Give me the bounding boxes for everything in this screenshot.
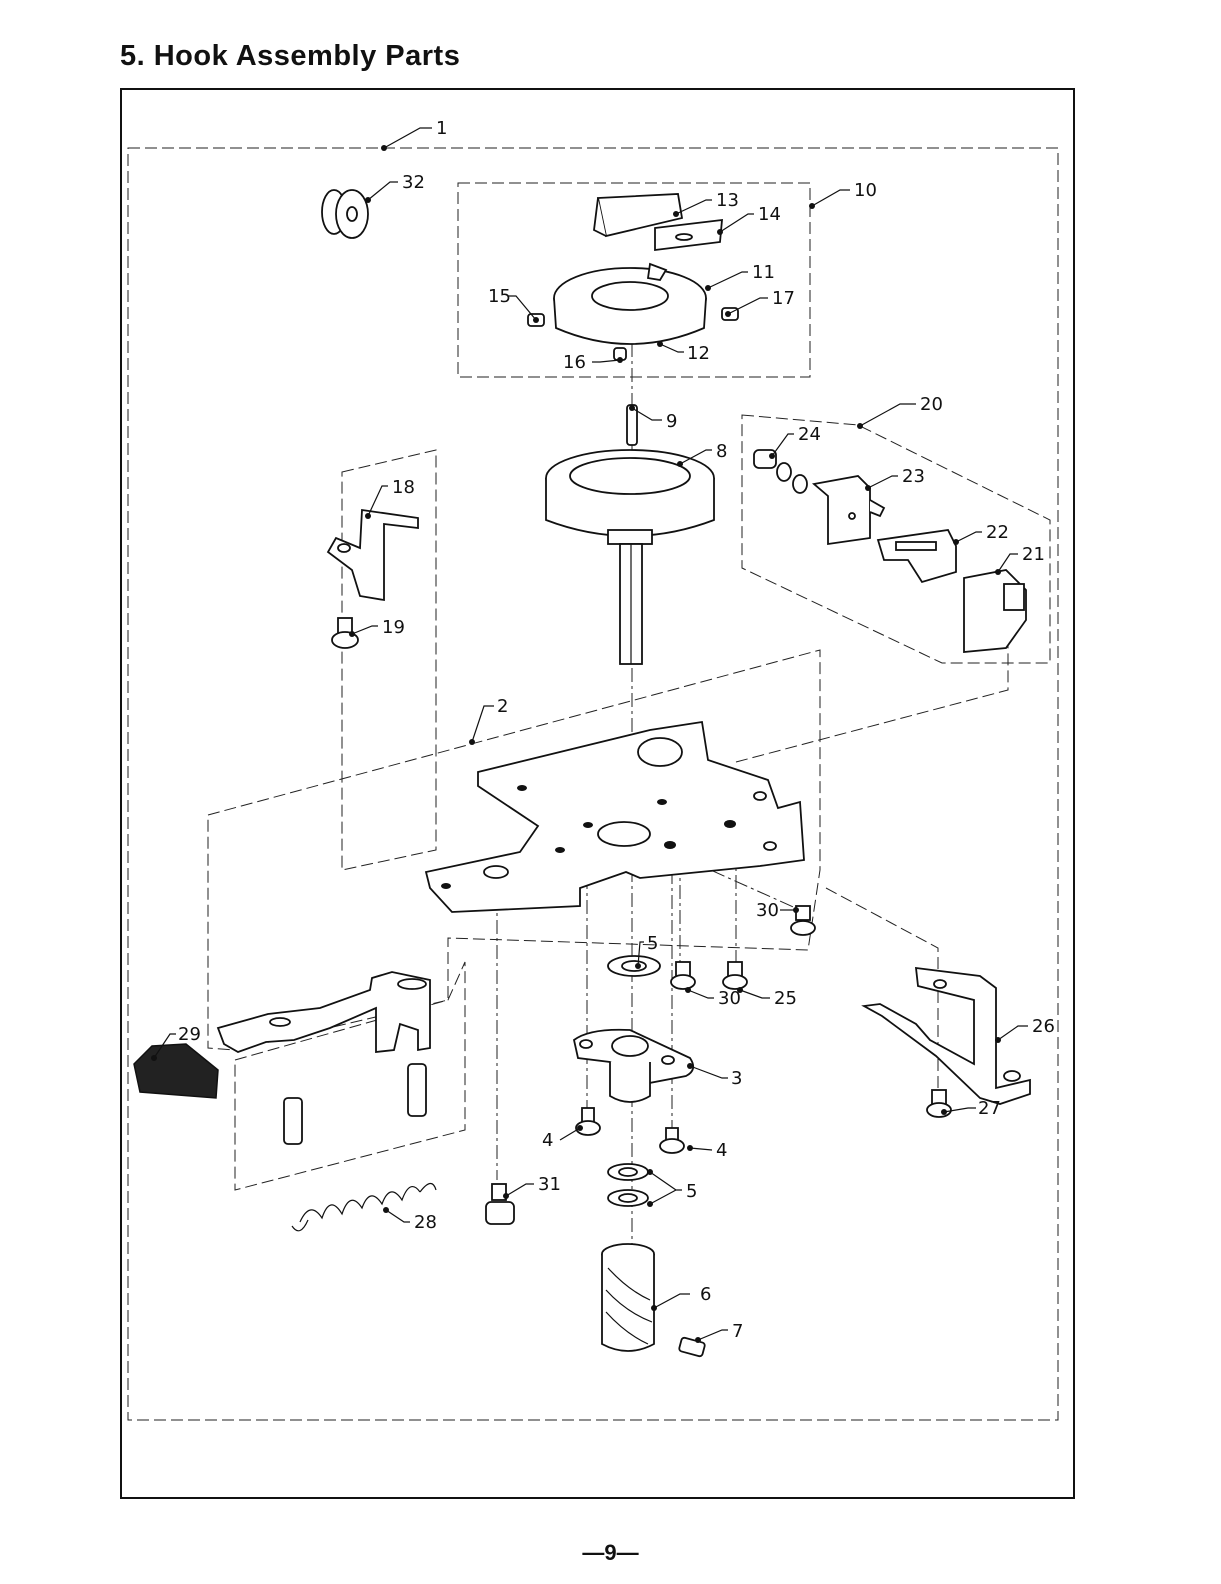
callout-22: 22 <box>986 522 1009 543</box>
part-14 <box>655 220 722 250</box>
callout-1: 1 <box>436 118 447 139</box>
callout-2: 2 <box>497 696 508 717</box>
bushing-part-3 <box>574 1030 693 1102</box>
screw-31 <box>486 1184 514 1224</box>
gear-part-6 <box>602 1244 654 1351</box>
plate-part-22 <box>878 530 956 582</box>
callout-31: 31 <box>538 1174 561 1195</box>
lever-lower-left <box>218 972 430 1052</box>
callout-18: 18 <box>392 477 415 498</box>
callout-28: 28 <box>414 1212 437 1233</box>
rotary-hook-part-8 <box>546 450 714 664</box>
callout-4-left: 4 <box>542 1130 553 1151</box>
callout-30-center: 30 <box>718 988 741 1009</box>
base-plate-part-2 <box>426 722 804 912</box>
callout-13: 13 <box>716 190 739 211</box>
bracket-part-21 <box>964 570 1026 652</box>
screw-4-right <box>660 1128 684 1153</box>
callout-27: 27 <box>978 1098 1001 1119</box>
callout-11: 11 <box>752 262 775 283</box>
washer-part-5-lower <box>608 1164 648 1206</box>
callout-10: 10 <box>854 180 877 201</box>
callout-19: 19 <box>382 617 405 638</box>
callout-5-lower: 5 <box>686 1181 697 1202</box>
pin-right <box>408 1064 426 1116</box>
callout-7: 7 <box>732 1321 743 1342</box>
group-21-guide <box>736 640 1008 762</box>
callout-16: 16 <box>563 352 586 373</box>
callout-8: 8 <box>716 441 727 462</box>
screw-27 <box>927 1090 951 1117</box>
screw-24 <box>754 450 807 493</box>
washer-part-5-top <box>608 956 660 976</box>
callout-32: 32 <box>402 172 425 193</box>
callout-3: 3 <box>731 1068 742 1089</box>
callout-23: 23 <box>902 466 925 487</box>
callout-9: 9 <box>666 411 677 432</box>
callout-20: 20 <box>920 394 943 415</box>
callout-25: 25 <box>774 988 797 1009</box>
callout-17: 17 <box>772 288 795 309</box>
callout-26: 26 <box>1032 1016 1055 1037</box>
callout-12: 12 <box>687 343 710 364</box>
callout-5-top: 5 <box>647 933 658 954</box>
callout-30-right: 30 <box>756 900 779 921</box>
page-number: —9— <box>0 1540 1221 1566</box>
callout-15: 15 <box>488 286 511 307</box>
callout-21: 21 <box>1022 544 1045 565</box>
callout-29: 29 <box>178 1024 201 1045</box>
callout-6: 6 <box>700 1284 711 1305</box>
block-part-29 <box>134 1044 218 1098</box>
block-part-23 <box>814 476 884 544</box>
lever-26-guide <box>826 888 938 1090</box>
bobbin-part-32 <box>322 190 368 238</box>
screw-30-center <box>671 962 695 989</box>
lever-part-26 <box>864 968 1030 1104</box>
callout-14: 14 <box>758 204 781 225</box>
callout-24: 24 <box>798 424 821 445</box>
screw-25 <box>723 962 747 989</box>
bobbin-case-part-11 <box>554 264 706 344</box>
set-screw-part-7 <box>679 1337 706 1357</box>
pin-left <box>284 1098 302 1144</box>
callout-4-right: 4 <box>716 1140 727 1161</box>
